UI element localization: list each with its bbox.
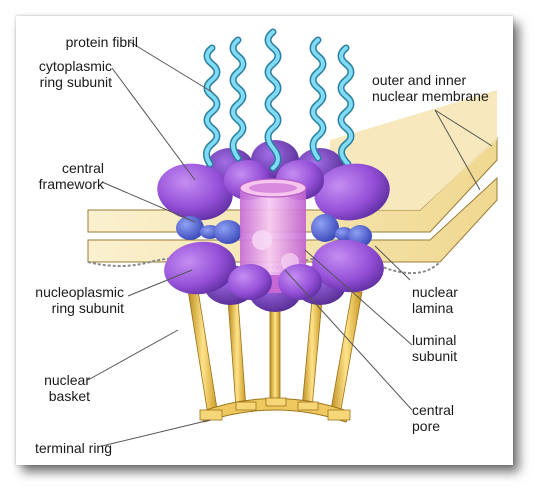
label-cytoplasmic-ring-subunit: cytoplasmic ring subunit: [38, 58, 112, 90]
label-outer-inner-nuclear-membrane: outer and inner nuclear membrane: [372, 72, 489, 104]
label-terminal-ring: terminal ring: [34, 440, 112, 456]
label-luminal-subunit: luminal subunit: [412, 332, 458, 364]
central-framework: [176, 214, 372, 247]
label-central-pore: central pore: [412, 402, 455, 434]
label-nucleoplasmic-ring-subunit: nucleoplasmic ring subunit: [35, 284, 124, 316]
nucleoplasmic-ring-subunits: [164, 239, 384, 300]
nuclear-basket: [187, 289, 363, 416]
label-nuclear-basket: nuclear basket: [44, 372, 90, 404]
label-central-framework: central framework: [38, 160, 104, 192]
label-nuclear-lamina: nuclear lamina: [412, 284, 458, 316]
label-protein-fibril: protein fibril: [65, 34, 138, 50]
protein-fibrils-highlight: [204, 30, 353, 170]
leader-lines: [87, 41, 493, 447]
terminal-ring: [199, 397, 351, 423]
